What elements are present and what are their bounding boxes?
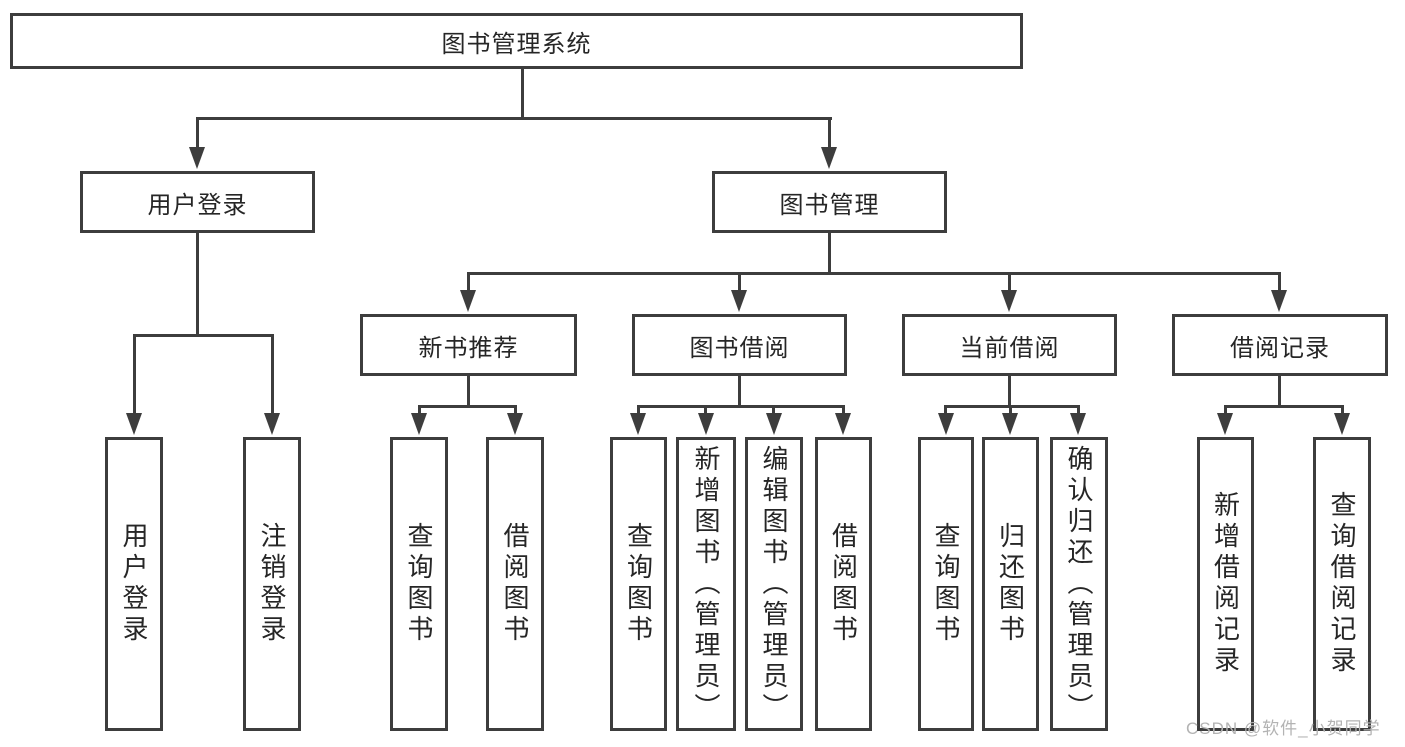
connector-line bbox=[133, 334, 136, 415]
connector-line bbox=[738, 375, 741, 408]
node-label: 查询图书 bbox=[931, 522, 961, 646]
connector-line bbox=[772, 405, 775, 417]
connector-line bbox=[467, 272, 1281, 275]
node-label: 借阅图书 bbox=[500, 522, 530, 646]
node-label: 查询图书 bbox=[404, 522, 434, 646]
connector-line bbox=[467, 272, 470, 292]
node-label: 新书推荐 bbox=[418, 334, 519, 362]
node-label: 查询图书 bbox=[623, 522, 654, 646]
node-label: 查询借阅记录 bbox=[1327, 491, 1357, 677]
leaf-borrow-query-book: 查询图书 bbox=[610, 437, 667, 731]
arrow-down-icon bbox=[698, 413, 714, 435]
node-book-borrow: 图书借阅 bbox=[632, 314, 847, 376]
leaf-current-query-book: 查询图书 bbox=[918, 437, 974, 731]
node-label: 用户登录 bbox=[147, 191, 248, 219]
arrow-down-icon bbox=[1217, 413, 1233, 435]
arrow-down-icon bbox=[126, 413, 142, 435]
connector-line bbox=[521, 68, 524, 118]
node-label: 编辑图书（管理员） bbox=[759, 444, 789, 724]
arrow-down-icon bbox=[938, 413, 954, 435]
node-label: 归还图书 bbox=[995, 522, 1026, 646]
leaf-recommend-query-book: 查询图书 bbox=[390, 437, 448, 731]
connector-line bbox=[418, 405, 421, 417]
leaf-record-add: 新增借阅记录 bbox=[1197, 437, 1254, 731]
connector-line bbox=[637, 405, 640, 417]
connector-line bbox=[637, 405, 845, 408]
connector-line bbox=[514, 405, 517, 417]
connector-line bbox=[1008, 375, 1011, 408]
node-new-book-recommend: 新书推荐 bbox=[360, 314, 577, 376]
leaf-current-return-book: 归还图书 bbox=[982, 437, 1039, 731]
connector-line bbox=[944, 405, 1080, 408]
connector-line bbox=[738, 272, 741, 292]
node-label: 图书借阅 bbox=[689, 334, 790, 362]
connector-line bbox=[196, 117, 832, 120]
arrow-down-icon bbox=[731, 290, 747, 312]
arrow-down-icon bbox=[630, 413, 646, 435]
node-label: 图书管理系统 bbox=[441, 30, 592, 58]
arrow-down-icon bbox=[460, 290, 476, 312]
arrow-down-icon bbox=[507, 413, 523, 435]
arrow-down-icon bbox=[1070, 413, 1086, 435]
connector-line bbox=[828, 232, 831, 274]
connector-line bbox=[1278, 272, 1281, 292]
node-book-management: 图书管理 bbox=[712, 171, 947, 233]
leaf-logout: 注销登录 bbox=[243, 437, 301, 731]
node-user-login: 用户登录 bbox=[80, 171, 315, 233]
node-label: 借阅图书 bbox=[828, 522, 859, 646]
connector-line bbox=[1009, 405, 1012, 417]
arrow-down-icon bbox=[189, 147, 205, 169]
connector-line bbox=[271, 334, 274, 415]
node-label: 新增借阅记录 bbox=[1210, 491, 1241, 677]
leaf-borrow-add-book-admin: 新增图书（管理员） bbox=[676, 437, 736, 731]
connector-line bbox=[196, 117, 199, 151]
connector-line bbox=[133, 334, 274, 337]
arrow-down-icon bbox=[264, 413, 280, 435]
connector-line bbox=[1278, 375, 1281, 408]
node-label: 当前借阅 bbox=[959, 334, 1060, 362]
connector-line bbox=[196, 232, 199, 336]
leaf-recommend-borrow-book: 借阅图书 bbox=[486, 437, 544, 731]
connector-line bbox=[1008, 272, 1011, 292]
arrow-down-icon bbox=[1334, 413, 1350, 435]
connector-line bbox=[944, 405, 947, 417]
node-library-management-system: 图书管理系统 bbox=[10, 13, 1023, 69]
node-label: 图书管理 bbox=[779, 191, 880, 219]
arrow-down-icon bbox=[1002, 413, 1018, 435]
leaf-record-query: 查询借阅记录 bbox=[1313, 437, 1371, 731]
arrow-down-icon bbox=[835, 413, 851, 435]
connector-line bbox=[1224, 405, 1344, 408]
connector-line bbox=[828, 117, 831, 151]
arrow-down-icon bbox=[1001, 290, 1017, 312]
node-borrow-record: 借阅记录 bbox=[1172, 314, 1388, 376]
connector-line bbox=[842, 405, 845, 417]
node-current-borrow: 当前借阅 bbox=[902, 314, 1117, 376]
arrow-down-icon bbox=[821, 147, 837, 169]
arrow-down-icon bbox=[766, 413, 782, 435]
node-label: 新增图书（管理员） bbox=[691, 444, 721, 724]
leaf-borrow-borrow-book: 借阅图书 bbox=[815, 437, 872, 731]
leaf-user-login: 用户登录 bbox=[105, 437, 163, 731]
connector-line bbox=[467, 375, 470, 408]
node-label: 确认归还（管理员） bbox=[1064, 444, 1094, 724]
connector-line bbox=[1077, 405, 1080, 417]
leaf-borrow-edit-book-admin: 编辑图书（管理员） bbox=[745, 437, 803, 731]
connector-line bbox=[1341, 405, 1344, 417]
node-label: 借阅记录 bbox=[1230, 334, 1330, 362]
arrow-down-icon bbox=[1271, 290, 1287, 312]
connector-line bbox=[418, 405, 517, 408]
arrow-down-icon bbox=[411, 413, 427, 435]
leaf-current-confirm-return-admin: 确认归还（管理员） bbox=[1050, 437, 1108, 731]
connector-line bbox=[1224, 405, 1227, 417]
node-label: 注销登录 bbox=[257, 522, 287, 646]
node-label: 用户登录 bbox=[119, 522, 149, 646]
watermark-text: CSDN @软件_小贺同学 bbox=[1186, 719, 1381, 738]
connector-line bbox=[704, 405, 707, 417]
